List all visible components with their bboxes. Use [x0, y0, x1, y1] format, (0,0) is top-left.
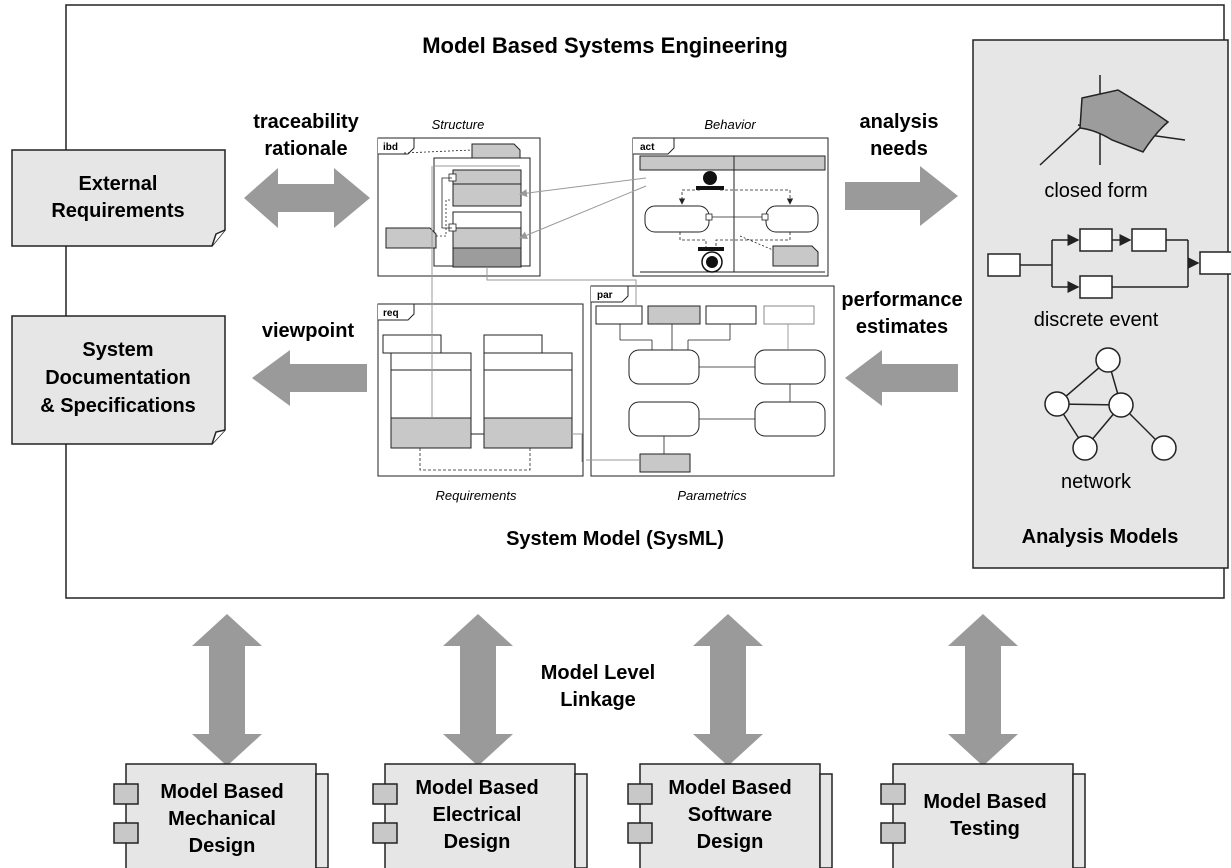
- behavior-act-panel: act: [632, 137, 829, 277]
- structure-ibd-panel: ibd: [377, 137, 541, 277]
- external-requirements-doc: [11, 149, 226, 247]
- analysis-needs-label-1: analysis: [860, 111, 939, 133]
- requirements-caption: Requirements: [436, 488, 517, 503]
- traceability-label-2: rationale: [264, 138, 347, 160]
- electrical-label-1: Model Based: [415, 777, 538, 799]
- electrical-design-component: [372, 763, 588, 868]
- testing-label-1: Model Based: [923, 791, 1046, 813]
- traceability-double-arrow: [244, 168, 370, 228]
- requirements-req-panel: req: [377, 303, 584, 477]
- system-documentation-label-2: Documentation: [45, 367, 191, 389]
- software-label-2: Software: [688, 804, 772, 826]
- external-requirements-label-1: External: [79, 173, 158, 195]
- testing-label-2: Testing: [950, 818, 1020, 840]
- mechanical-label-1: Model Based: [160, 781, 283, 803]
- analysis-needs-arrow: [845, 166, 958, 226]
- system-documentation-label-1: System: [82, 339, 153, 361]
- behavior-caption: Behavior: [704, 117, 756, 132]
- discrete-event-label: discrete event: [1034, 309, 1159, 331]
- closed-form-icon: [1039, 75, 1186, 166]
- testing-linkage-arrow: [948, 614, 1018, 766]
- model-level-linkage-label-1: Model Level: [541, 662, 655, 684]
- trace-connectors: [431, 165, 647, 462]
- diagram-title: Model Based Systems Engineering: [422, 33, 788, 58]
- model-level-linkage-label-2: Linkage: [560, 689, 636, 711]
- network-label: network: [1061, 471, 1132, 493]
- req-tag: req: [383, 308, 399, 319]
- ibd-tag: ibd: [383, 142, 398, 153]
- electrical-label-3: Design: [444, 831, 511, 853]
- analysis-models-caption: Analysis Models: [1022, 526, 1179, 548]
- system-model-caption: System Model (SysML): [506, 528, 724, 550]
- performance-estimates-label-2: estimates: [856, 316, 948, 338]
- structure-caption: Structure: [432, 117, 485, 132]
- system-documentation-doc: [11, 315, 226, 445]
- closed-form-label: closed form: [1044, 180, 1147, 202]
- electrical-linkage-arrow: [443, 614, 513, 766]
- external-requirements-label-2: Requirements: [51, 200, 184, 222]
- discrete-event-icon: [987, 228, 1231, 299]
- viewpoint-arrow: [252, 350, 367, 406]
- performance-estimates-label-1: performance: [841, 289, 962, 311]
- mechanical-label-3: Design: [189, 835, 256, 857]
- software-label-3: Design: [697, 831, 764, 853]
- analysis-needs-label-2: needs: [870, 138, 928, 160]
- testing-component: [880, 763, 1086, 868]
- software-design-component: [627, 763, 833, 868]
- electrical-label-2: Electrical: [433, 804, 522, 826]
- system-documentation-label-3: & Specifications: [40, 395, 196, 417]
- traceability-label-1: traceability: [253, 111, 359, 133]
- parametrics-par-panel: par: [590, 285, 835, 477]
- software-label-1: Model Based: [668, 777, 791, 799]
- software-linkage-arrow: [693, 614, 763, 766]
- mechanical-linkage-arrow: [192, 614, 262, 766]
- performance-estimates-arrow: [845, 350, 958, 406]
- parametrics-caption: Parametrics: [677, 488, 747, 503]
- mechanical-design-component: [113, 763, 329, 868]
- act-tag: act: [640, 142, 655, 153]
- viewpoint-label: viewpoint: [262, 320, 355, 342]
- network-icon: [1044, 347, 1177, 461]
- mechanical-label-2: Mechanical: [168, 808, 276, 830]
- par-tag: par: [597, 290, 613, 301]
